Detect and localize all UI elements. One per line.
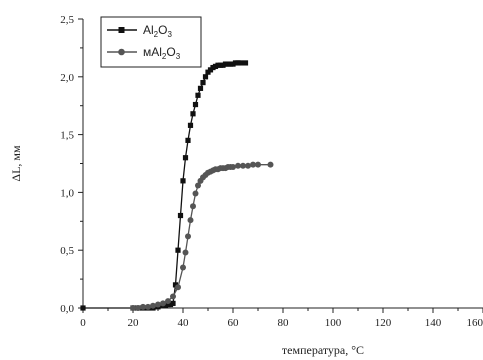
data-point bbox=[250, 161, 256, 168]
data-point bbox=[130, 305, 136, 311]
data-point bbox=[190, 203, 196, 210]
data-point bbox=[202, 74, 209, 80]
data-point bbox=[242, 60, 249, 66]
data-point bbox=[230, 163, 236, 170]
data-point bbox=[170, 300, 176, 306]
y-tick-label: 0,0 bbox=[60, 303, 74, 315]
axes: 0 20 40 60 80 100 120 140 160 0,0 0,5 1,0 1,5 2,0 2,5 т… bbox=[9, 14, 483, 357]
data-point bbox=[160, 300, 166, 307]
data-point bbox=[237, 60, 244, 66]
data-point bbox=[140, 303, 146, 310]
data-point bbox=[185, 137, 191, 143]
y-tick-label: 2,5 bbox=[60, 14, 74, 26]
legend-label-mal2o3-part2: O bbox=[166, 45, 175, 59]
x-tick-label: 20 bbox=[128, 317, 140, 329]
legend-box bbox=[100, 16, 202, 68]
data-point bbox=[145, 303, 151, 310]
legend: Al2O3 мAl2O3 bbox=[100, 16, 202, 68]
legend-marker-al2o3 bbox=[118, 27, 125, 33]
x-tick-label: 100 bbox=[325, 317, 342, 329]
data-point bbox=[135, 305, 141, 311]
x-tick-label: 140 bbox=[425, 317, 442, 329]
legend-label-al2o3-sub1: 2 bbox=[154, 30, 159, 39]
data-point bbox=[195, 182, 201, 189]
y-tick-label: 0,5 bbox=[60, 245, 74, 257]
data-point bbox=[235, 162, 241, 169]
data-point bbox=[240, 162, 246, 169]
x-tick-label: 40 bbox=[178, 317, 190, 329]
x-tick-label: 80 bbox=[278, 317, 290, 329]
legend-label-mal2o3: мAl2O3 bbox=[143, 45, 181, 61]
legend-label-al2o3-sub2: 3 bbox=[167, 30, 172, 39]
legend-label-al2o3: Al2O3 bbox=[143, 23, 172, 39]
series-line bbox=[133, 164, 271, 309]
data-point bbox=[187, 122, 194, 128]
data-point bbox=[192, 190, 199, 197]
y-axis-title: ΔL, мм bbox=[9, 145, 23, 182]
data-point bbox=[182, 249, 189, 256]
x-tick-label: 120 bbox=[375, 317, 392, 329]
data-point bbox=[182, 155, 189, 161]
data-point bbox=[267, 161, 274, 168]
data-point bbox=[165, 298, 171, 305]
data-point bbox=[175, 247, 181, 253]
series-2 bbox=[130, 161, 274, 311]
data-point bbox=[180, 178, 186, 184]
data-point bbox=[175, 284, 181, 291]
x-tick-label: 0 bbox=[80, 317, 86, 329]
data-point bbox=[172, 282, 179, 288]
data-point bbox=[187, 217, 194, 224]
legend-label-al2o3-part2: O bbox=[158, 23, 167, 37]
series-line bbox=[83, 62, 246, 309]
legend-label-al2o3-part1: Al bbox=[143, 23, 154, 37]
y-tick-label: 1,5 bbox=[60, 130, 74, 142]
legend-label-mal2o3-sub2: 3 bbox=[176, 52, 181, 61]
data-point bbox=[177, 212, 184, 219]
legend-marker-mal2o3 bbox=[118, 48, 125, 56]
data-point bbox=[190, 111, 196, 117]
data-point bbox=[200, 79, 206, 86]
legend-label-mal2o3-part1: мAl bbox=[143, 45, 162, 59]
x-tick-label: 160 bbox=[467, 317, 483, 329]
data-point bbox=[195, 92, 201, 98]
legend-label-mal2o3-sub1: 2 bbox=[162, 52, 167, 61]
data-point bbox=[150, 302, 156, 309]
data-point bbox=[255, 161, 261, 168]
y-tick-label: 1,0 bbox=[60, 187, 74, 199]
y-tick-label: 2,0 bbox=[60, 72, 74, 84]
x-tick-label: 60 bbox=[228, 317, 240, 329]
data-point bbox=[192, 101, 199, 108]
data-point bbox=[185, 233, 191, 240]
data-point bbox=[155, 301, 161, 308]
data-point bbox=[170, 293, 176, 300]
series-layer bbox=[80, 60, 274, 311]
data-point bbox=[197, 85, 204, 91]
data-point bbox=[80, 305, 86, 311]
series-1 bbox=[80, 60, 249, 311]
x-axis-title: температура, °C bbox=[282, 343, 364, 357]
data-point bbox=[180, 264, 186, 271]
data-point bbox=[245, 162, 251, 169]
